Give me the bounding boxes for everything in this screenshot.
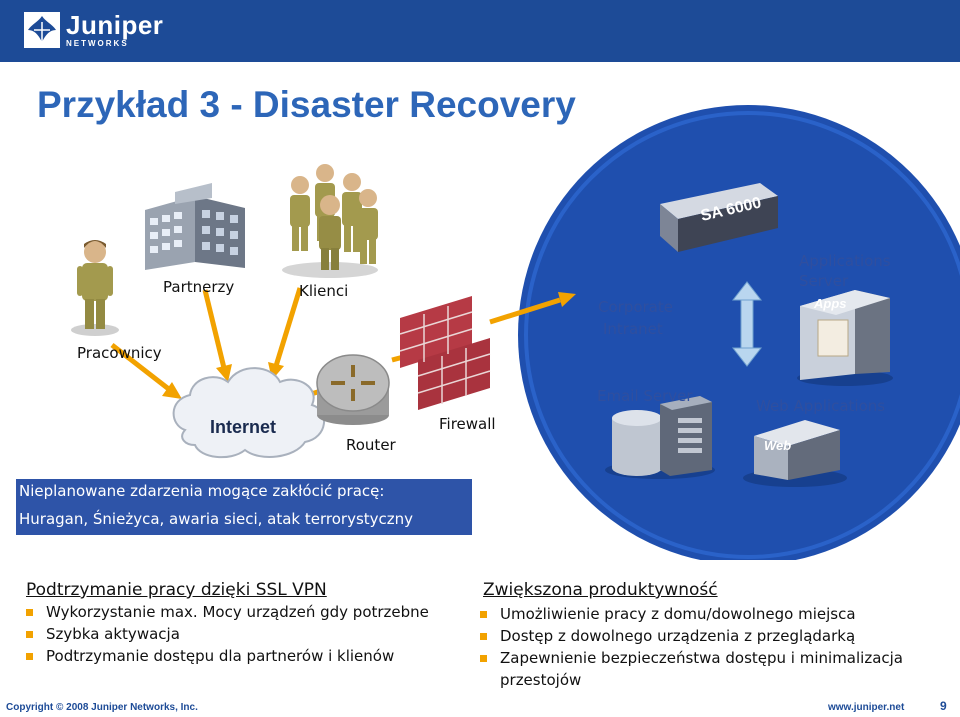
threats-box: Nieplanowane zdarzenia mogące zakłócić p…	[16, 479, 472, 535]
server-label: Server	[799, 272, 849, 290]
threats-line-1: Nieplanowane zdarzenia mogące zakłócić p…	[19, 482, 385, 500]
logo-subtitle: NETWORKS	[66, 39, 129, 48]
partner-building-icon	[145, 183, 245, 270]
bidirectional-arrow-icon	[731, 281, 763, 367]
firewall-icon	[399, 296, 491, 410]
email-server-icon	[605, 396, 715, 479]
internet-cloud-icon	[172, 367, 326, 459]
juniper-logo-icon	[24, 12, 60, 48]
page-number: 9	[940, 699, 947, 713]
klienci-label: Klienci	[299, 282, 349, 300]
diagram-canvas: SA 6000 Apps Web Int	[71, 105, 960, 560]
right-section-heading: Zwiększona produktywność	[483, 580, 718, 600]
list-item: Umożliwienie pracy z domu/dowolnego miej…	[478, 603, 918, 625]
applications-server-icon: Apps	[797, 290, 893, 386]
corporate-label: Corporate	[598, 298, 673, 316]
footer-url: www.juniper.net	[828, 702, 905, 713]
web-tag-label: Web	[764, 438, 791, 453]
employee-icon	[71, 240, 119, 336]
list-item: Wykorzystanie max. Mocy urządzeń gdy pot…	[24, 601, 444, 623]
list-item: Zapewnienie bezpieczeństwa dostępu i min…	[478, 647, 918, 691]
juniper-logo: Juniper NETWORKS	[24, 12, 163, 48]
apps-tag-label: Apps	[813, 296, 847, 311]
internet-label: Internet	[210, 417, 276, 437]
left-section-heading: Podtrzymanie pracy dzięki SSL VPN	[26, 580, 327, 600]
slide-title: Przykład 3 - Disaster Recovery	[37, 84, 576, 125]
list-item: Dostęp z dowolnego urządzenia z przegląd…	[478, 625, 918, 647]
clients-group-icon	[282, 164, 378, 278]
threats-line-2: Huragan, Śnieżyca, awaria sieci, atak te…	[19, 510, 414, 528]
intranet-label: Intranet	[603, 320, 663, 338]
sa6000-appliance-icon: SA 6000	[660, 183, 778, 252]
email-server-label: Email Server	[597, 387, 693, 405]
right-bullet-list: Umożliwienie pracy z domu/dowolnego miej…	[478, 603, 918, 691]
corporate-intranet-circle	[518, 105, 960, 560]
applications-label: Applications	[799, 252, 891, 270]
list-item: Szybka aktywacja	[24, 623, 444, 645]
left-bullet-list: Wykorzystanie max. Mocy urządzeń gdy pot…	[24, 601, 444, 667]
firewall-label: Firewall	[439, 415, 496, 433]
header-bar: Juniper NETWORKS	[0, 0, 960, 62]
footer-copyright: Copyright © 2008 Juniper Networks, Inc.	[6, 702, 198, 713]
router-icon	[316, 354, 390, 425]
pracownicy-label: Pracownicy	[77, 344, 162, 362]
partnerzy-label: Partnerzy	[163, 278, 235, 296]
router-label: Router	[346, 436, 396, 454]
web-server-icon: Web	[743, 420, 847, 487]
logo-name: Juniper	[66, 10, 164, 40]
list-item: Podtrzymanie dostępu dla partnerów i kli…	[24, 645, 444, 667]
web-applications-label: Web Applications	[756, 397, 886, 415]
